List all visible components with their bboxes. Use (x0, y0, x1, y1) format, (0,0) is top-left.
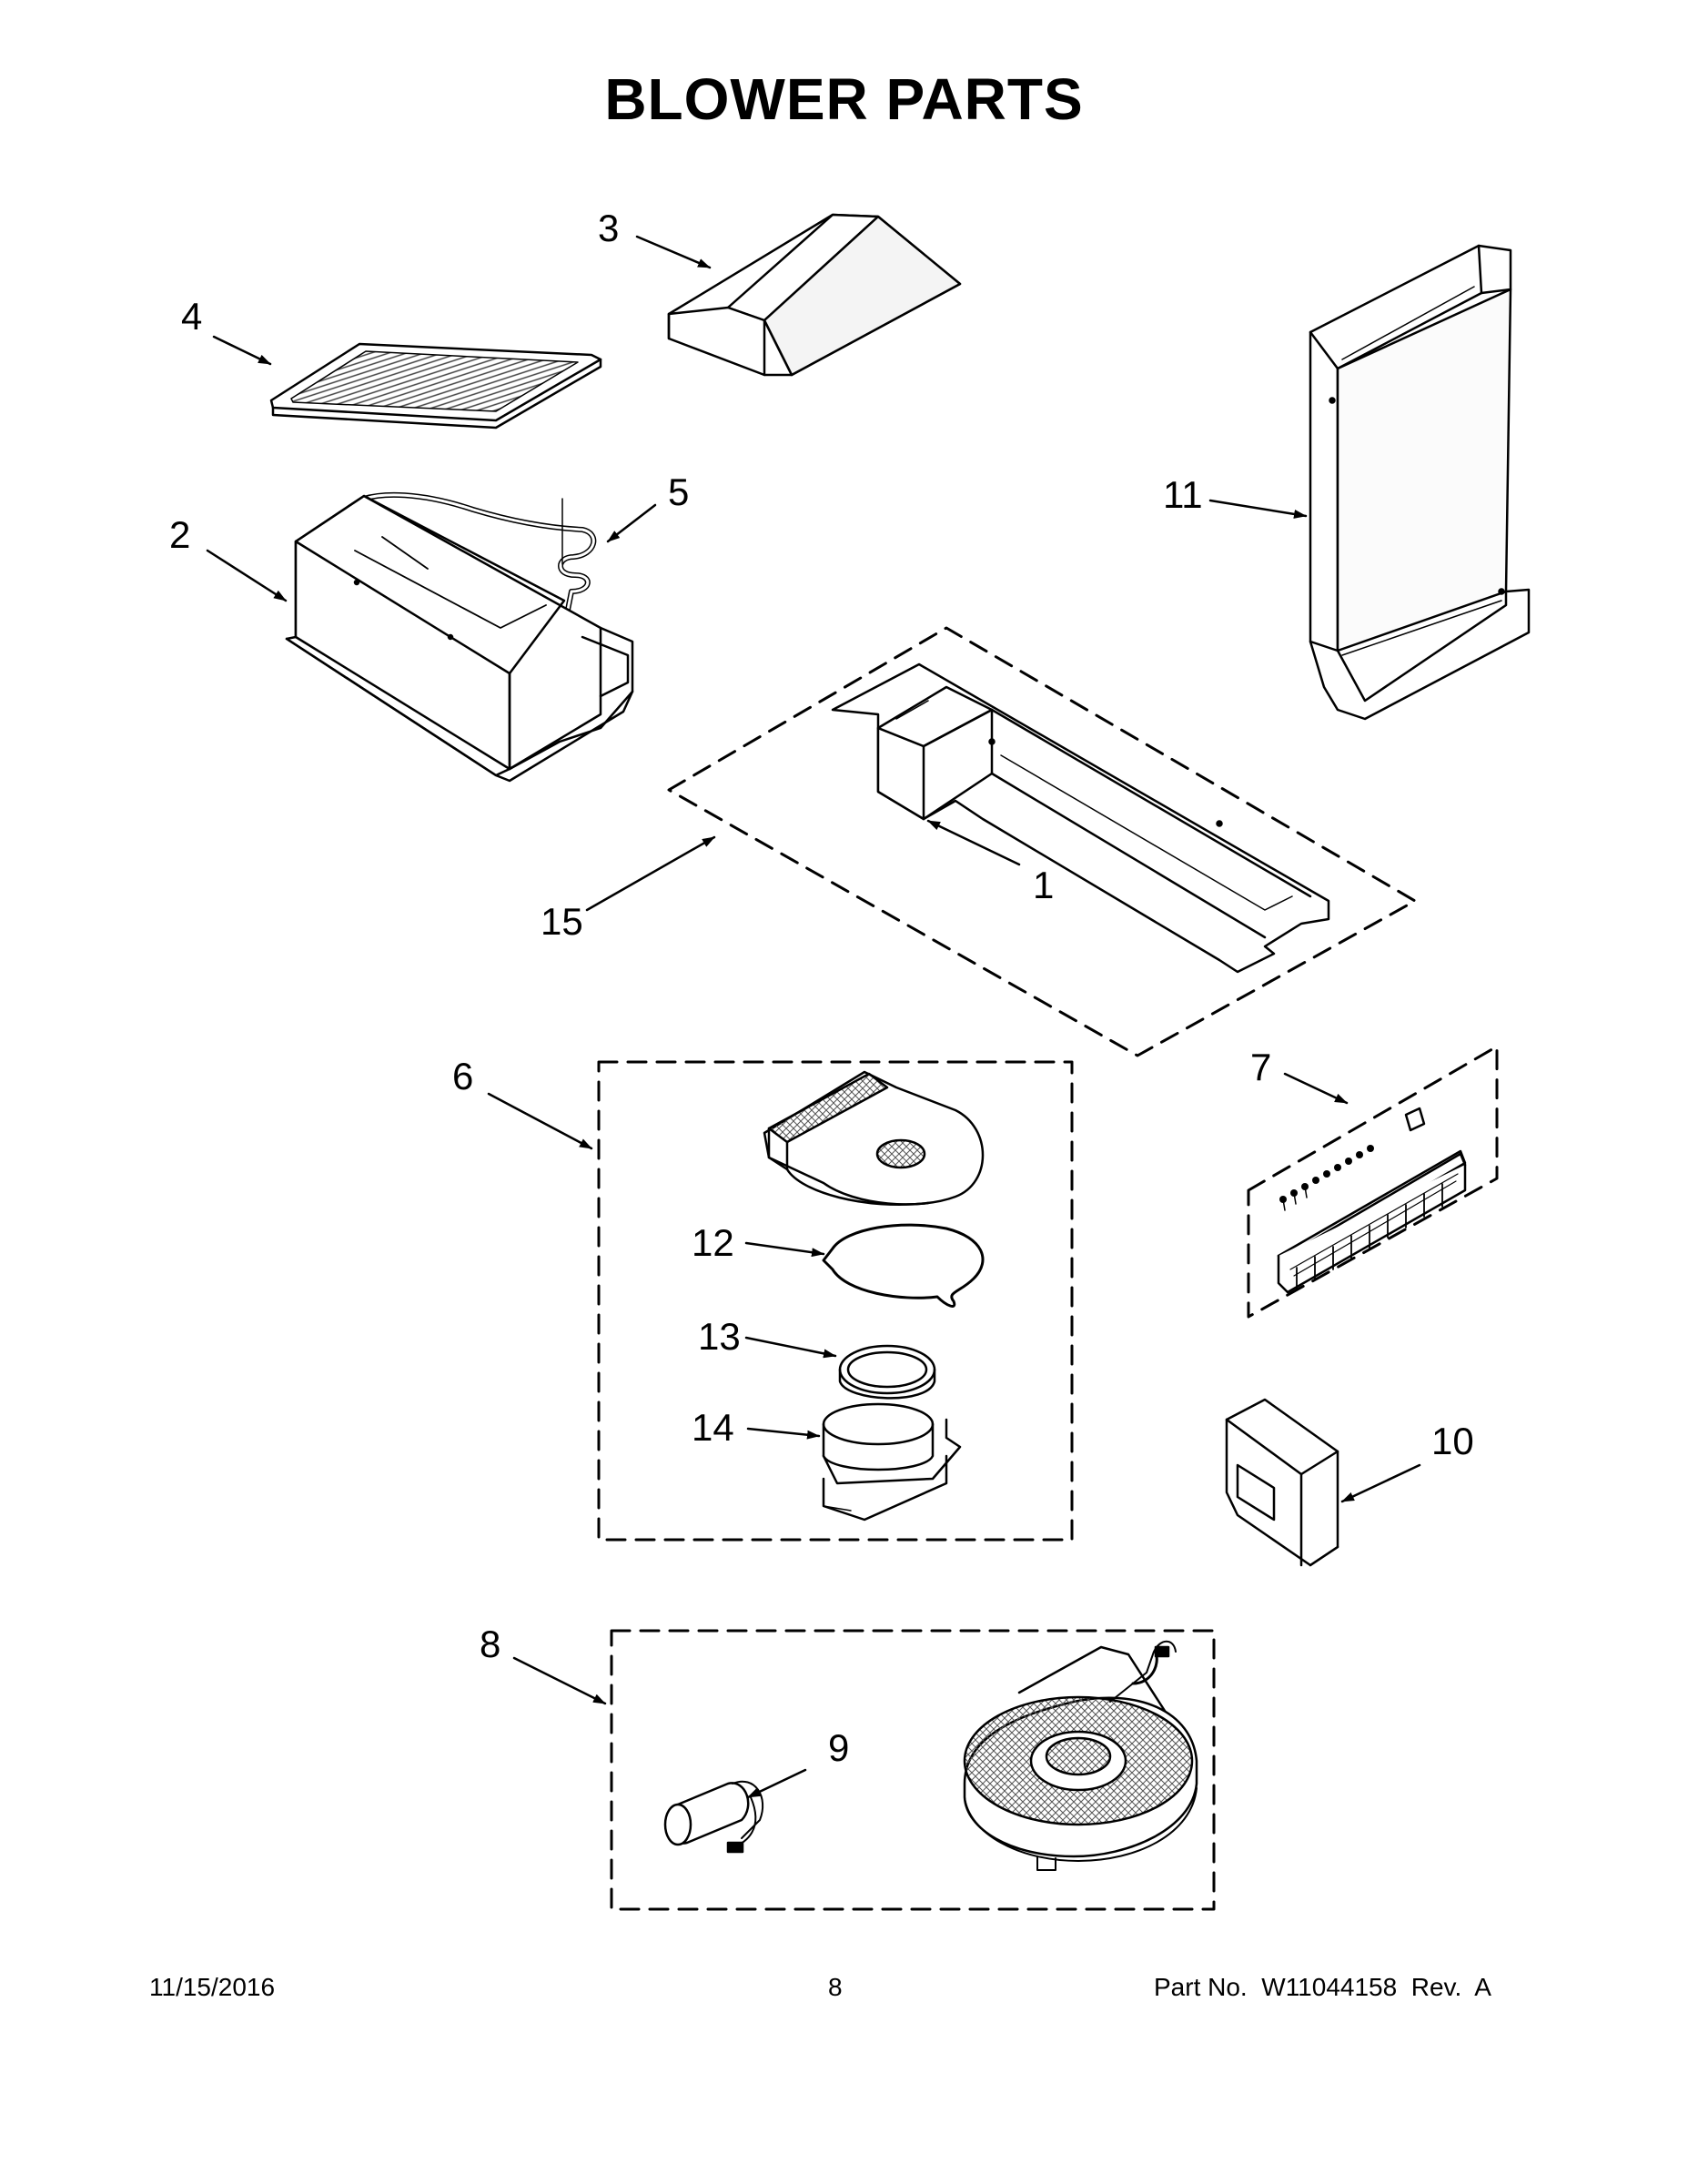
part-4-grease-filter (269, 342, 602, 430)
callout-14: 14 (692, 1406, 734, 1449)
arrow-7 (1283, 1072, 1349, 1105)
arrow-3 (635, 235, 712, 269)
arrow-1 (926, 819, 1021, 866)
part-9-capacitor (663, 1780, 764, 1854)
arrow-4 (212, 335, 272, 366)
part-2-blower-box (285, 494, 634, 783)
callout-11: 11 (1163, 473, 1203, 516)
callout-15: 15 (541, 900, 583, 943)
arrow-8 (512, 1656, 607, 1705)
arrow-2 (206, 549, 288, 602)
arrow-13 (744, 1336, 837, 1359)
part-6-motor-mount (763, 1070, 985, 1207)
arrow-5 (606, 503, 657, 543)
callout-13: 13 (698, 1315, 741, 1358)
callout-2: 2 (169, 513, 191, 556)
arrow-10 (1340, 1463, 1421, 1503)
part-13-gasket-ring (838, 1344, 936, 1400)
callout-12: 12 (692, 1221, 734, 1264)
arrow-15 (585, 835, 716, 912)
part-3-duct-transition (667, 213, 962, 377)
footer-page-number: 8 (828, 1973, 843, 2001)
arrow-11 (1208, 499, 1308, 519)
part-11-back-panel (1309, 244, 1531, 721)
part-15-assembly-outline (667, 626, 1417, 1057)
callout-3: 3 (598, 207, 620, 249)
callout-9: 9 (828, 1726, 850, 1769)
part-6-assembly-outline (597, 1060, 1074, 1542)
page-title: BLOWER PARTS (604, 66, 1084, 132)
part-8-assembly-outline (610, 1629, 1216, 1911)
arrow-12 (744, 1241, 825, 1258)
callout-7: 7 (1250, 1046, 1272, 1088)
part-7-grille-and-screws (1277, 1107, 1467, 1294)
leader-arrows (206, 235, 1421, 1799)
callout-10: 10 (1431, 1420, 1474, 1462)
callout-5: 5 (668, 470, 690, 513)
footer-part-number: Part No. W11044158 Rev. A (1154, 1973, 1491, 2001)
part-8-blower-motor (963, 1640, 1198, 1871)
arrow-9 (746, 1768, 807, 1799)
footer-date: 11/15/2016 (149, 1973, 276, 2001)
part-7-assembly-outline (1247, 1045, 1499, 1319)
callout-8: 8 (480, 1623, 501, 1665)
callout-4: 4 (181, 295, 203, 338)
arrow-6 (487, 1092, 593, 1150)
callout-1: 1 (1033, 864, 1055, 906)
part-1-chassis-frame (831, 662, 1330, 974)
part-14-collar-adapter (822, 1402, 962, 1522)
part-10-bracket (1225, 1398, 1339, 1567)
part-12-ring-clip (822, 1223, 985, 1308)
part-5-coil (361, 491, 597, 631)
arrow-14 (746, 1427, 821, 1440)
callout-6: 6 (452, 1055, 474, 1097)
